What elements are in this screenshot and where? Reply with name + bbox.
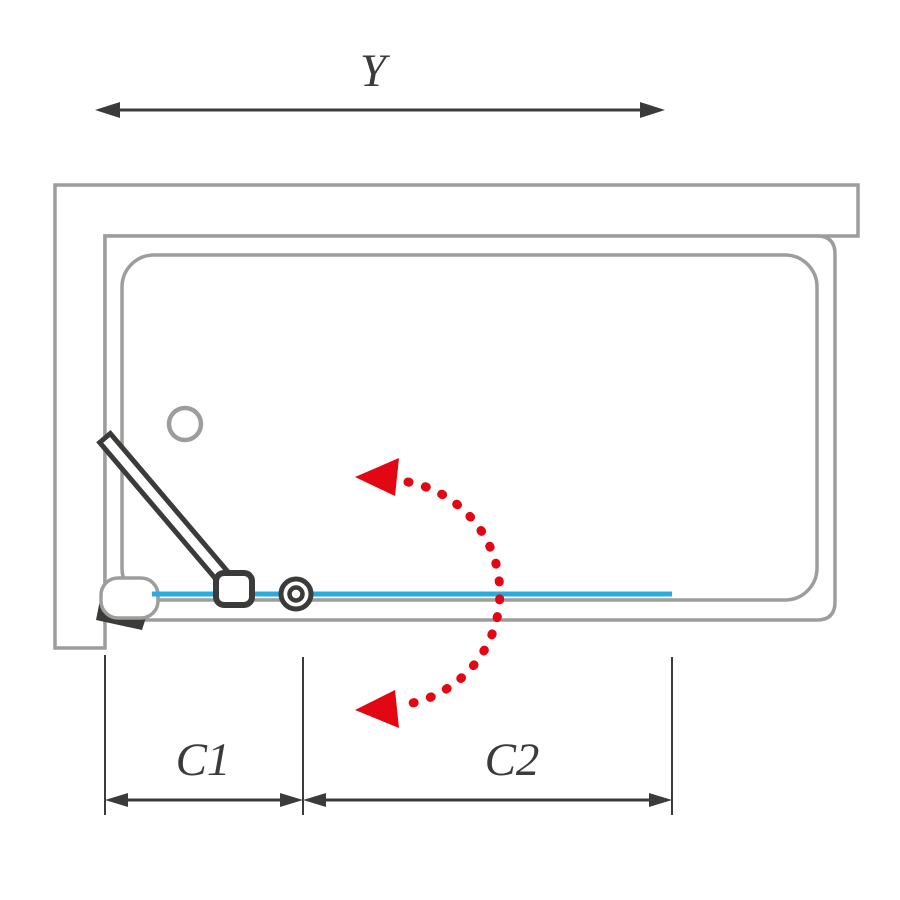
- c2-dimension: C2: [303, 734, 672, 807]
- drain-circle: [166, 405, 204, 443]
- pivot-inner-circle: [287, 585, 305, 603]
- c1-dimension: C1: [105, 734, 303, 807]
- y-label: Y: [360, 45, 391, 97]
- y-arrowhead-right: [640, 102, 665, 118]
- c1-label: C1: [176, 734, 231, 786]
- swing-arrowhead-top: [355, 458, 399, 496]
- c2-label: C2: [485, 734, 540, 786]
- y-dimension: Y: [95, 45, 665, 118]
- y-arrowhead-left: [95, 102, 120, 118]
- swing-arc: [403, 477, 505, 709]
- swing-arrowhead-bottom: [355, 690, 399, 728]
- bathtub-inner-basin: [120, 253, 819, 602]
- c2-arrowhead-right: [649, 793, 672, 807]
- c1-arrowhead-left: [105, 793, 128, 807]
- c2-arrowhead-left: [303, 793, 326, 807]
- hinge-block: [213, 570, 255, 608]
- swing-arrow: [355, 458, 505, 728]
- wall-profile-capsule: [99, 576, 160, 620]
- c1-arrowhead-right: [280, 793, 303, 807]
